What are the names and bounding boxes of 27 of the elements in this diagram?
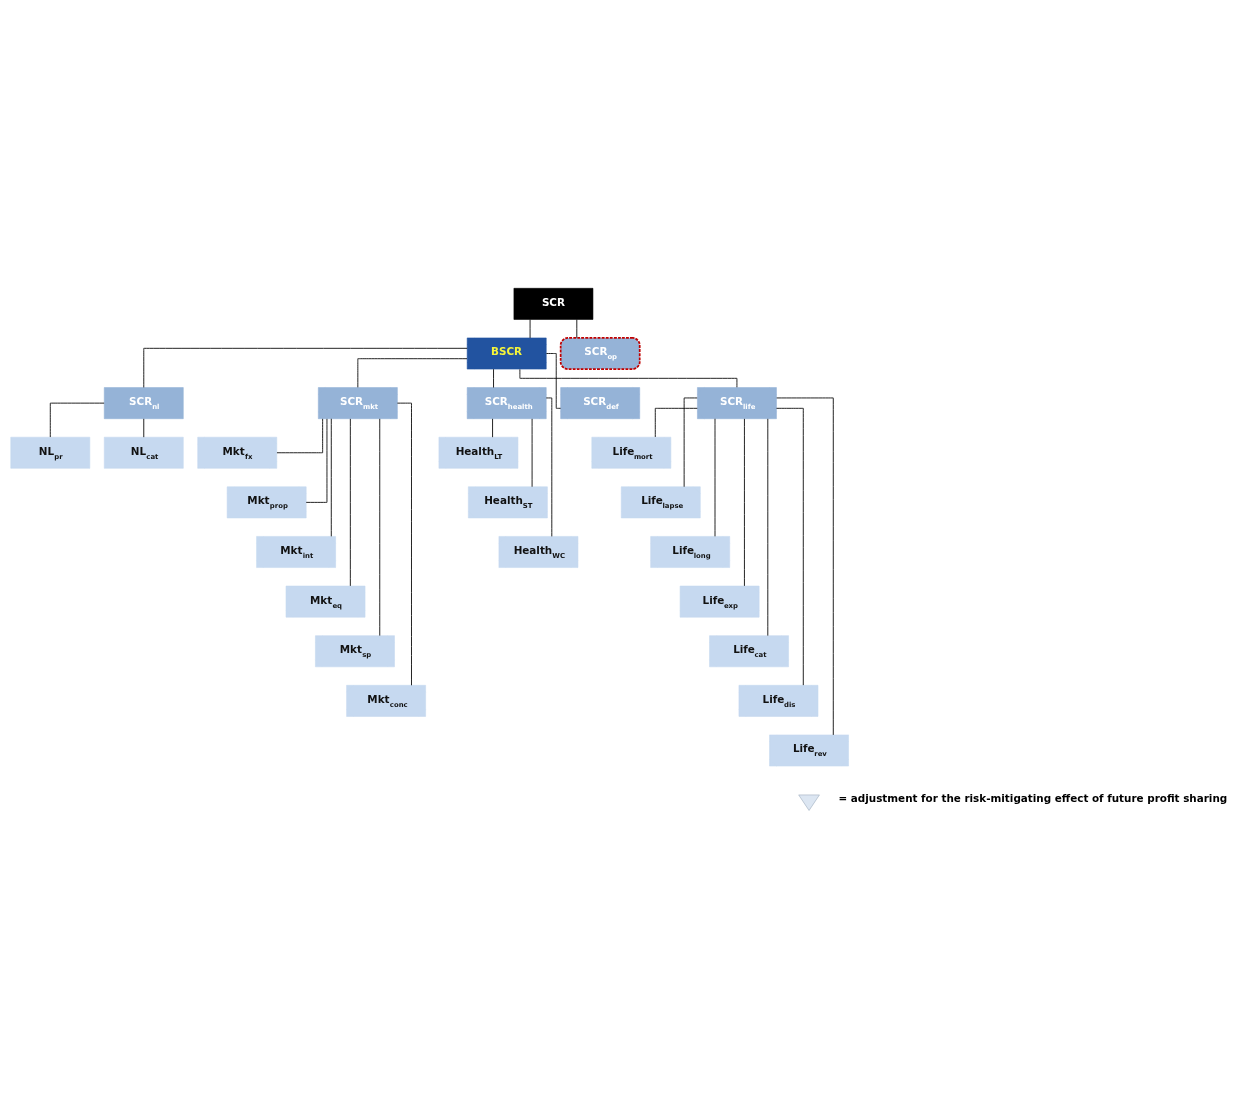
- connector: [519, 368, 738, 388]
- connector: [776, 407, 804, 686]
- connector: [305, 417, 328, 503]
- connector: [545, 397, 553, 537]
- connector: [49, 402, 105, 437]
- connector: [276, 417, 324, 453]
- node-box: SCR$_{op}$: [559, 336, 641, 370]
- connector: [493, 368, 494, 388]
- connector: [654, 407, 698, 437]
- connector: [330, 417, 332, 537]
- connector: [379, 417, 381, 636]
- connector: [683, 397, 698, 487]
- connector: [529, 318, 531, 338]
- connector: [546, 352, 562, 409]
- connector: [776, 397, 834, 735]
- connector: [349, 417, 351, 586]
- node-box: SCR: [513, 287, 594, 320]
- node-box: NL$_{cat}$: [103, 436, 184, 469]
- node-box: NL$_{pr}$: [10, 436, 91, 469]
- node-box: SCR$_{nl}$: [103, 386, 184, 419]
- connector: [576, 318, 578, 338]
- connector: [492, 417, 493, 438]
- connector: [744, 417, 745, 586]
- connector: [357, 357, 468, 388]
- connector: [396, 402, 412, 686]
- legend-label: = adjustment for the risk-mitigating effect of future profit sharing: [838, 791, 1228, 804]
- connector: [143, 347, 468, 388]
